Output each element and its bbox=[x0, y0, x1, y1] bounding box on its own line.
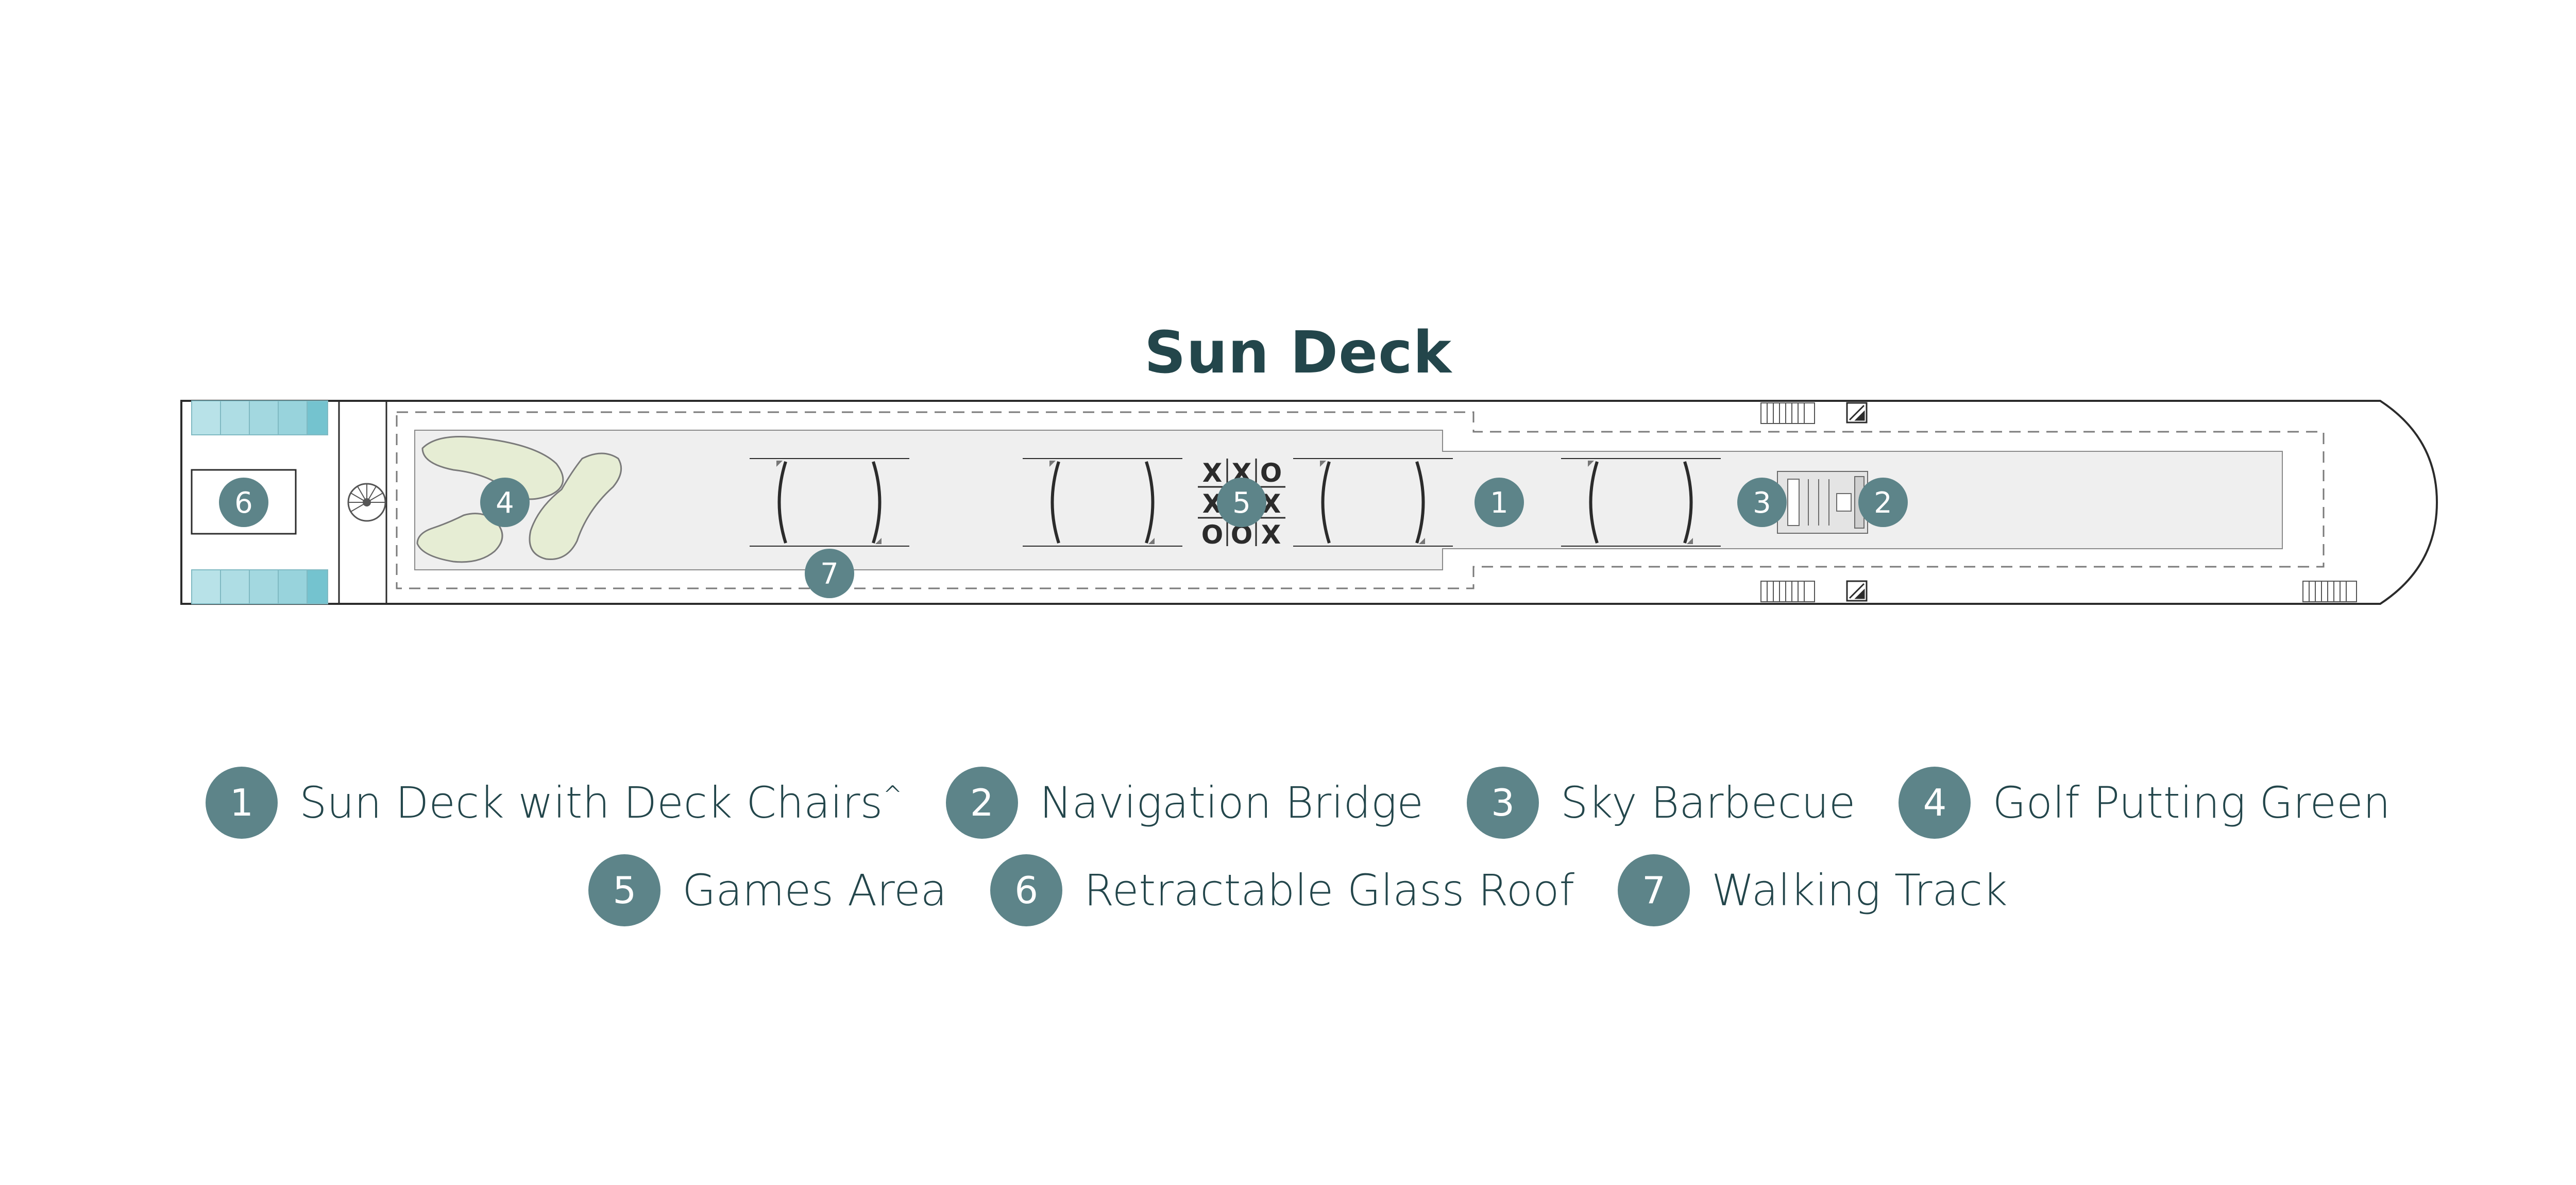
svg-text:5: 5 bbox=[1232, 486, 1251, 520]
legend-item-sun-deck: 1 Sun Deck with Deck Chairs^ bbox=[206, 767, 903, 839]
map-marker-2: 2 bbox=[1858, 478, 1908, 527]
legend-row: 1 Sun Deck with Deck Chairs^ 2 Navigatio… bbox=[0, 764, 2576, 841]
map-marker-5: 5 bbox=[1217, 478, 1266, 527]
games-board-cell: O bbox=[1201, 520, 1224, 550]
vent-box-icon bbox=[1846, 580, 1868, 602]
map-marker-6: 6 bbox=[219, 478, 268, 527]
map-marker-4: 4 bbox=[480, 478, 530, 527]
legend-badge: 5 bbox=[588, 854, 661, 926]
svg-text:6: 6 bbox=[234, 486, 253, 520]
legend-item-games-area: 5 Games Area bbox=[588, 854, 947, 926]
legend-badge: 4 bbox=[1899, 767, 1971, 839]
walking-track bbox=[396, 411, 2325, 589]
map-marker-3: 3 bbox=[1737, 478, 1787, 527]
legend-label: Navigation Bridge bbox=[1039, 777, 1423, 828]
legend-badge: 7 bbox=[1618, 854, 1690, 926]
legend-label: Retractable Glass Roof bbox=[1084, 865, 1575, 916]
legend-label: Golf Putting Green bbox=[1992, 777, 2391, 828]
svg-text:7: 7 bbox=[820, 557, 839, 591]
legend-badge: 6 bbox=[990, 854, 1063, 926]
svg-text:2: 2 bbox=[1874, 486, 1892, 520]
svg-text:4: 4 bbox=[496, 486, 514, 520]
legend-item-golf-putting-green: 4 Golf Putting Green bbox=[1899, 767, 2391, 839]
svg-text:1: 1 bbox=[1490, 486, 1509, 520]
legend-footnote-mark: ^ bbox=[883, 781, 903, 808]
deck-title: Sun Deck bbox=[1144, 319, 1452, 387]
legend-badge: 3 bbox=[1466, 767, 1539, 839]
legend-label: Games Area bbox=[682, 865, 947, 916]
legend-label: Sun Deck with Deck Chairs^ bbox=[299, 777, 903, 828]
stairs-icon bbox=[1760, 402, 1815, 424]
legend-item-navigation-bridge: 2 Navigation Bridge bbox=[945, 767, 1423, 839]
svg-text:3: 3 bbox=[1753, 486, 1771, 520]
stairs-icon bbox=[2302, 581, 2357, 602]
legend-item-walking-track: 7 Walking Track bbox=[1618, 854, 2008, 926]
deck-chair-cabana bbox=[1293, 458, 1453, 547]
map-marker-1: 1 bbox=[1475, 478, 1524, 527]
games-board-cell: X bbox=[1261, 520, 1281, 550]
stairs-icon bbox=[1760, 581, 1815, 602]
navigation-bridge-console bbox=[1777, 471, 1868, 534]
deck-floor bbox=[414, 430, 2283, 570]
glass-roof-panels-top bbox=[191, 400, 328, 435]
legend-label: Walking Track bbox=[1711, 865, 2008, 916]
legend-badge: 1 bbox=[206, 767, 278, 839]
legend-row: 5 Games Area 6 Retractable Glass Roof 7 … bbox=[0, 852, 2576, 929]
legend-label: Sky Barbecue bbox=[1560, 777, 1856, 828]
map-marker-7: 7 bbox=[805, 549, 854, 598]
legend-item-sky-barbecue: 3 Sky Barbecue bbox=[1466, 767, 1856, 839]
deck-chair-cabana bbox=[750, 458, 909, 547]
golf-putting-green bbox=[416, 436, 622, 563]
legend-badge: 2 bbox=[945, 767, 1018, 839]
vent-box-icon bbox=[1846, 402, 1868, 424]
deck-chair-cabana bbox=[1561, 458, 1721, 547]
glass-roof-panels-bottom bbox=[191, 569, 328, 604]
legend-item-retractable-glass-roof: 6 Retractable Glass Roof bbox=[990, 854, 1574, 926]
games-board-cell: O bbox=[1260, 458, 1282, 488]
deck-chair-cabana bbox=[1023, 458, 1182, 547]
games-board-cell: X bbox=[1202, 458, 1223, 488]
spiral-staircase-icon bbox=[347, 483, 386, 522]
legend-label-text: Sun Deck with Deck Chairs bbox=[299, 777, 883, 828]
